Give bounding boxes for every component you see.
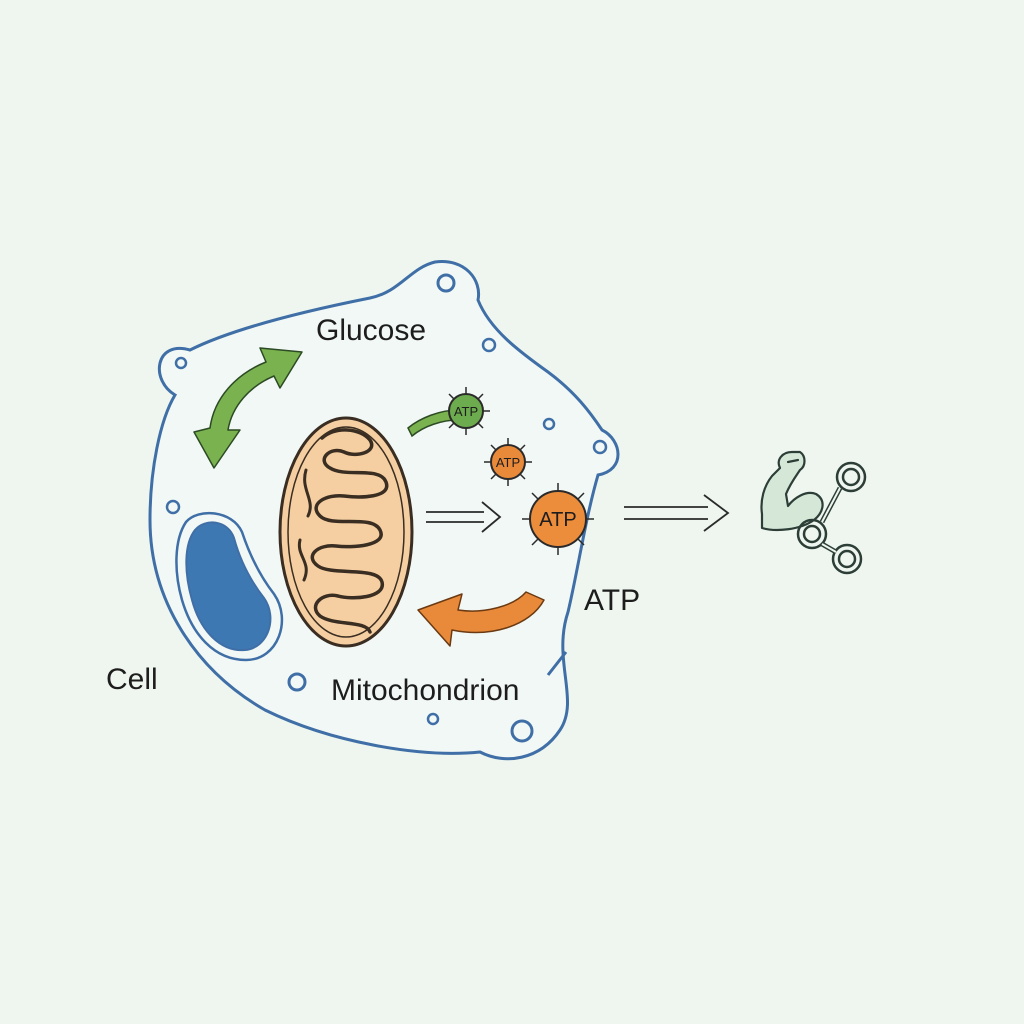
mitochondrion bbox=[278, 416, 414, 648]
atp-molecule-large-orange: ATP bbox=[522, 483, 594, 555]
atp-to-muscle-arrow bbox=[624, 494, 730, 532]
atp-return-arrow bbox=[417, 591, 545, 647]
glucose-label: Glucose bbox=[316, 314, 426, 347]
atp-small-label: ATP bbox=[496, 455, 520, 470]
nucleus bbox=[175, 511, 284, 662]
atp-molecule-green: ATP bbox=[448, 387, 490, 435]
cell-label: Cell bbox=[106, 663, 158, 696]
membrane-gap bbox=[546, 651, 568, 676]
mitochondrion-label: Mitochondrion bbox=[331, 674, 519, 707]
vesicles bbox=[165, 273, 608, 743]
atp-large-body bbox=[529, 490, 587, 548]
atp-output-label: ATP bbox=[584, 584, 640, 617]
glucose-cycle-arrow bbox=[193, 347, 303, 469]
cristae bbox=[310, 428, 389, 634]
atp-small-body bbox=[490, 444, 526, 480]
molecule-chain-icon bbox=[796, 461, 867, 575]
mito-to-atp-arrow bbox=[426, 501, 502, 533]
atp-green-label: ATP bbox=[454, 404, 478, 419]
atp-molecule-small-orange: ATP bbox=[484, 438, 532, 486]
atp-large-label: ATP bbox=[539, 509, 576, 531]
flexed-arm-icon bbox=[760, 450, 824, 531]
atp-green-body bbox=[448, 393, 484, 429]
